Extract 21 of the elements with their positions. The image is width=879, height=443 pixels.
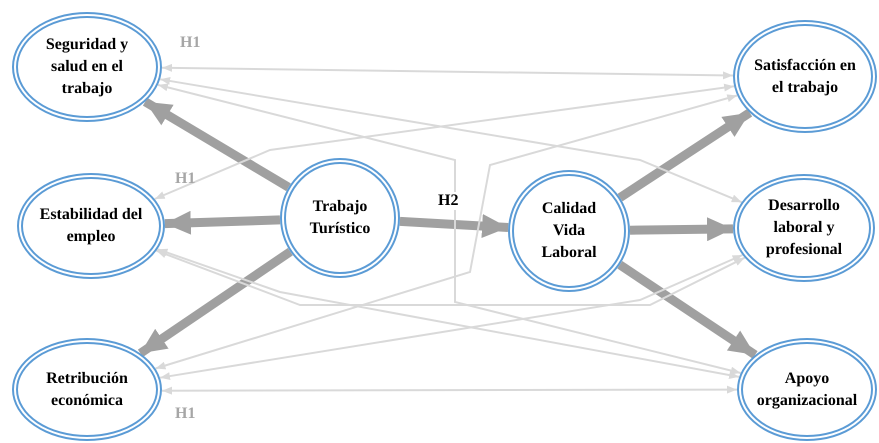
arrow (617, 261, 758, 359)
arrow (164, 210, 280, 235)
double-arrow (162, 64, 734, 80)
hypothesis-label: H1 (175, 405, 196, 423)
arrow (630, 217, 734, 242)
node-label: Estabilidad del empleo (38, 205, 144, 247)
double-arrow (156, 250, 746, 306)
node-label: Seguridad y salud en el trabajo (44, 35, 130, 99)
node-label: Trabajo Turístico (308, 197, 372, 239)
node-label: Desarrollo laboral y profesional (764, 196, 844, 260)
arrow (142, 98, 291, 192)
hypothesis-label: H1 (175, 170, 196, 188)
hypothesis-label: H1 (180, 34, 200, 52)
node-label: Calidad Vida Laboral (540, 199, 598, 263)
node-label: Satisfacción en el trabajo (753, 56, 857, 98)
node-label: Retribución económica (45, 368, 129, 410)
edge-label: H2 (436, 192, 460, 210)
arrow (618, 108, 752, 202)
node-label: Apoyo organizacional (756, 368, 858, 410)
arrow (400, 214, 508, 238)
double-arrow (162, 386, 737, 395)
